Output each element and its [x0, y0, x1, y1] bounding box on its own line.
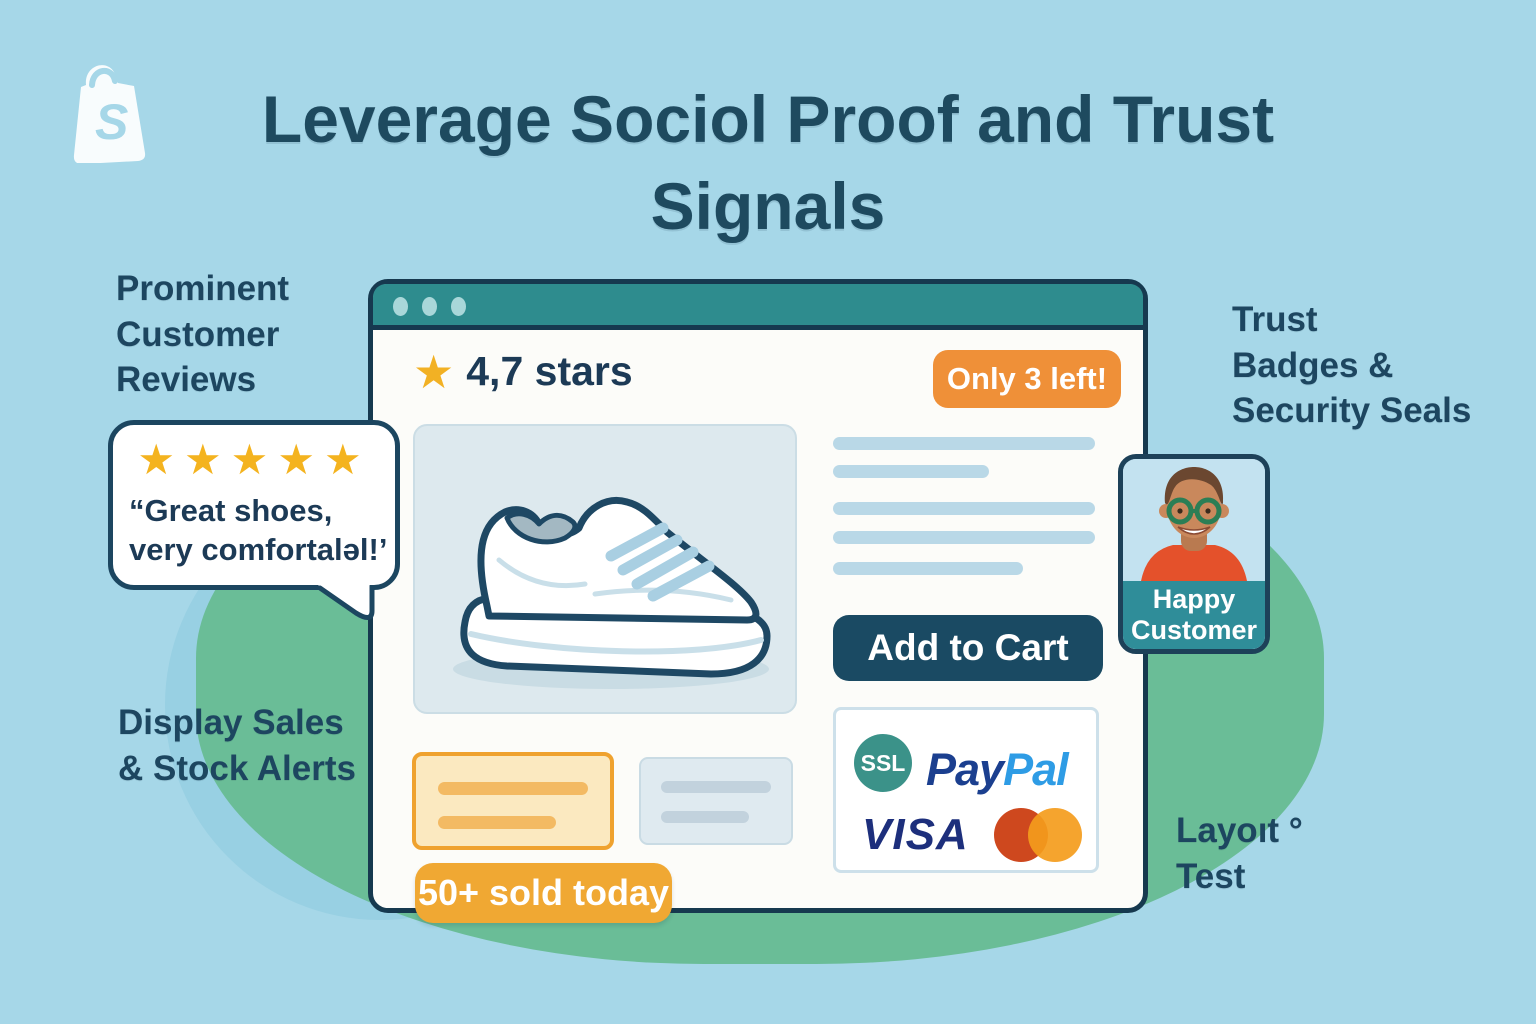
review-quote-line: very comfortalǝl!’: [129, 532, 388, 568]
secondary-alert-card: [639, 757, 793, 845]
callout-layout-test: Layoıt ° Test: [1176, 808, 1303, 899]
stock-alert-badge: Only 3 left!: [933, 350, 1121, 408]
callout-line: Display Sales: [118, 703, 344, 742]
customer-card-line: Happy: [1152, 583, 1236, 614]
callout-line: Prominent: [116, 269, 290, 308]
text-placeholder-line: [833, 437, 1095, 450]
visa-logo: VISA: [862, 810, 969, 859]
payment-methods-box: SSL PayPal VISA: [833, 707, 1099, 873]
shopify-bag-icon: S: [58, 55, 150, 168]
text-placeholder-line: [661, 781, 771, 793]
text-placeholder-line: [833, 531, 1095, 544]
text-placeholder-line: [833, 502, 1095, 515]
ssl-seal-icon: SSL: [854, 734, 912, 792]
text-placeholder-line: [661, 811, 749, 823]
callout-line: Layoıt °: [1176, 811, 1303, 850]
paypal-logo-pay: Pay: [926, 744, 1004, 795]
callout-line: Test: [1176, 856, 1246, 896]
callout-line: Customer: [116, 314, 280, 354]
sneaker-illustration: [453, 497, 771, 689]
happy-customer-card: Happy Customer: [1118, 454, 1270, 654]
svg-text:S: S: [95, 94, 128, 150]
title-line-1: Leverage Sociol Proof and Trust: [261, 82, 1275, 156]
sold-today-badge: 50+ sold today: [415, 863, 672, 923]
customer-card-label: Happy Customer: [1123, 581, 1265, 649]
text-placeholder-line: [438, 816, 556, 829]
callout-prominent-customer-reviews: Prominent Customer Reviews: [116, 266, 289, 403]
product-rating: ★ 4,7 stars: [413, 348, 633, 395]
mastercard-logo-orange-circle: [1028, 808, 1082, 862]
browser-window: ★ 4,7 stars Only 3 left! Add: [368, 279, 1148, 913]
callout-trust-badges-security-seals: Trust Badges & Security Seals: [1232, 297, 1471, 434]
callout-line: Reviews: [116, 360, 257, 399]
customer-card-line: Customer: [1130, 615, 1258, 645]
sales-alert-card: [412, 752, 614, 850]
review-quote: “Great shoes, very comfortalǝl!’: [129, 491, 395, 569]
text-placeholder-line: [833, 465, 989, 478]
star-icon: ★: [413, 345, 455, 398]
callout-line: & Stock Alerts: [118, 748, 356, 788]
callout-line: Trust: [1232, 300, 1318, 339]
add-to-cart-button[interactable]: Add to Cart: [833, 615, 1103, 681]
page-title: Leverage Sociol Proof and Trust Signals: [0, 76, 1536, 250]
customer-review-bubble: ★★★★★ “Great shoes, very comfortalǝl!’: [108, 420, 400, 590]
rating-text: 4,7 stars: [466, 348, 633, 394]
text-placeholder-line: [438, 782, 588, 795]
review-quote-line: “Great shoes,: [129, 493, 333, 528]
browser-title-bar: [373, 284, 1143, 330]
callout-display-sales-stock-alerts: Display Sales & Stock Alerts: [118, 700, 356, 791]
callout-line: Security Seals: [1232, 391, 1472, 430]
title-line-2: Signals: [650, 169, 886, 244]
text-placeholder-line: [833, 562, 1023, 575]
callout-line: Badges &: [1232, 345, 1394, 385]
window-dot-icon: [422, 297, 437, 316]
paypal-logo: PayPal: [926, 744, 1069, 796]
product-image: [413, 424, 797, 714]
speech-bubble-tail: [317, 585, 375, 620]
five-star-rating-icons: ★★★★★: [137, 436, 371, 483]
paypal-logo-pal: Pal: [1003, 744, 1069, 795]
customer-avatar: [1123, 459, 1265, 581]
window-dot-icon: [451, 297, 466, 316]
window-dot-icon: [393, 297, 408, 316]
